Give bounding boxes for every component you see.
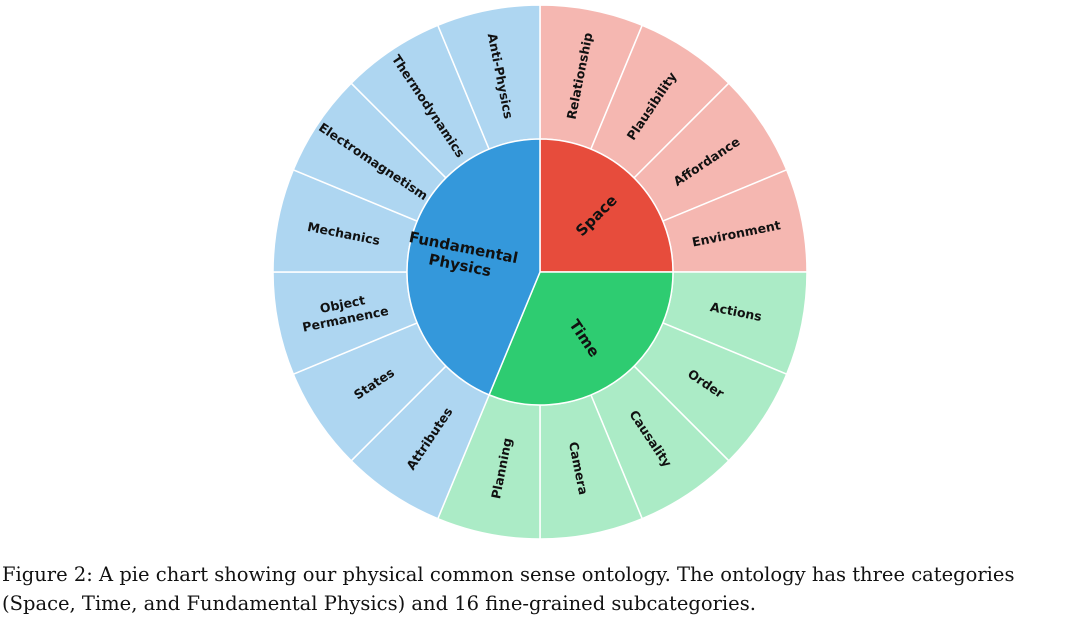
inner-slice-fundamental-physics <box>406 138 541 396</box>
figure-caption: Figure 2: A pie chart showing our physic… <box>2 563 1015 615</box>
inner-slice-time <box>488 271 674 406</box>
inner-slice-space <box>539 138 674 273</box>
outer-ring <box>272 4 808 540</box>
inner-ring <box>406 138 674 406</box>
